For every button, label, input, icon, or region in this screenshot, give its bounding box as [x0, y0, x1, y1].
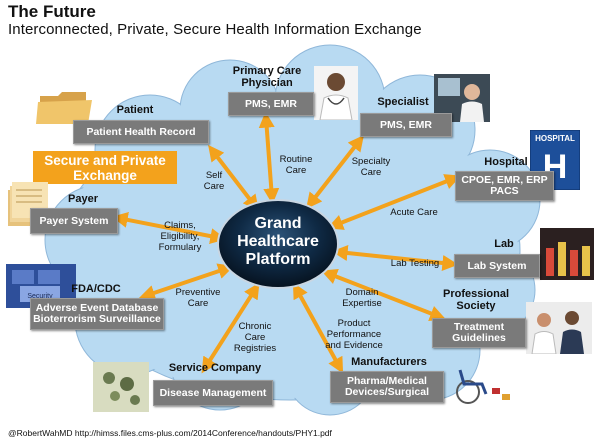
hospital-box-line-2: PACS: [490, 185, 519, 197]
hub-line-1: Grand: [254, 215, 302, 232]
arrow-manufacturers: [292, 282, 344, 374]
patient-label: Patient: [116, 104, 154, 116]
connection-arrows: [111, 111, 461, 374]
edge-chronic-2: Care: [244, 332, 266, 343]
edge-product-3: and Evidence: [325, 340, 383, 351]
fda-cdc-box-line-2: Bioterrorism Surveillance: [33, 313, 161, 325]
edge-label-self-care: Self Care: [194, 170, 234, 192]
edge-claims-3: Formulary: [158, 242, 202, 253]
lab-icon: [540, 228, 594, 280]
arrow-patient: [208, 144, 259, 212]
edge-chronic-3: Registries: [233, 343, 277, 354]
edge-domain-1: Domain: [345, 287, 379, 298]
edge-product-2: Performance: [326, 329, 382, 340]
professional-society-box: Treatment Guidelines: [432, 318, 526, 348]
hub-line-3: Platform: [245, 251, 311, 268]
primary-care-label-2: Physician: [241, 77, 293, 89]
patient-box: Patient Health Record: [73, 120, 209, 144]
edge-claims-2: Eligibility,: [160, 231, 200, 242]
security-key-text: Security: [27, 293, 53, 300]
edge-routine-care-2: Care: [285, 165, 307, 176]
edge-product-1: Product: [337, 318, 371, 329]
lab-box: Lab System: [454, 254, 540, 278]
hub-line-2: Healthcare: [237, 233, 319, 250]
hub-oval: [217, 199, 339, 289]
hospital-box-line-1: CPOE, EMR, ERP: [461, 174, 548, 186]
edge-self-care-1: Self: [205, 170, 223, 181]
professional-society-box-line-2: Guidelines: [452, 332, 506, 344]
hospital-label: Hospital: [484, 156, 528, 168]
arrow-lab: [331, 245, 459, 271]
hub-label: Grand Healthcare Platform: [220, 198, 336, 286]
payer-label: Payer: [68, 193, 98, 205]
physician-icon: [314, 66, 358, 121]
edge-specialty-care-2: Care: [360, 167, 382, 178]
edge-label-routine-care: Routine Care: [272, 154, 320, 176]
edge-lab-testing-1: Lab Testing: [390, 258, 440, 269]
manufacturers-box-line-1: Pharma/Medical: [347, 375, 427, 387]
arrow-service: [201, 282, 260, 374]
arrow-professional: [321, 269, 446, 321]
hospital-sign-text: HOSPITAL: [535, 134, 575, 143]
source-footer: @RobertWahMD http://himss.files.cms-plus…: [8, 428, 332, 438]
professional-society-label-2: Society: [456, 300, 496, 312]
edge-self-care-2: Care: [203, 181, 225, 192]
edge-claims-1: Claims,: [164, 220, 196, 231]
service-company-label: Service Company: [168, 362, 262, 374]
microbe-icon: [93, 362, 149, 412]
professional-society-label-1: Professional: [442, 288, 510, 300]
edge-label-acute-care: Acute Care: [382, 207, 446, 218]
professional-society-box-line-1: Treatment: [453, 321, 505, 333]
specialist-label: Specialist: [377, 96, 429, 108]
primary-care-box: PMS, EMR: [228, 92, 314, 116]
arrow-hospital: [327, 174, 461, 230]
primary-care-label-1: Primary Care: [232, 65, 302, 77]
edge-label-lab-testing: Lab Testing: [384, 258, 446, 269]
arrow-primary: [258, 111, 280, 205]
primary-care-label: Primary Care Physician: [222, 65, 312, 89]
fda-cdc-box: Adverse Event Database Bioterrorism Surv…: [30, 298, 164, 330]
fda-cdc-label: FDA/CDC: [71, 283, 121, 295]
edge-label-claims: Claims, Eligibility, Formulary: [148, 220, 212, 253]
secure-line-1: Secure and Private: [44, 152, 166, 168]
page-title: The Future: [8, 2, 96, 21]
professionals-icon: [526, 302, 592, 355]
wheelchair-icon: [448, 362, 514, 406]
specialist-icon: [434, 74, 490, 122]
payer-box: Payer System: [30, 208, 118, 234]
arrow-fda: [138, 263, 235, 301]
secure-exchange-banner: Secure and Private Exchange: [33, 151, 177, 184]
edge-domain-2: Expertise: [342, 298, 382, 309]
edge-label-domain-expertise: Domain Expertise: [334, 287, 390, 309]
edge-routine-care-1: Routine: [279, 154, 313, 165]
edge-label-preventive-care: Preventive Care: [168, 287, 228, 309]
edge-label-specialty-care: Specialty Care: [346, 156, 396, 178]
specialist-box: PMS, EMR: [360, 113, 452, 137]
edge-preventive-1: Preventive: [175, 287, 221, 298]
fda-cdc-box-line-1: Adverse Event Database: [35, 302, 159, 314]
folder-icon: [36, 88, 96, 128]
paper-stack-icon: [6, 180, 50, 230]
arrow-specialist: [306, 134, 364, 210]
arrow-payer: [111, 211, 227, 245]
edge-acute-care-1: Acute Care: [390, 207, 438, 218]
edge-label-chronic-care: Chronic Care Registries: [228, 321, 282, 354]
edge-specialty-care-1: Specialty: [351, 156, 391, 167]
secure-line-2: Exchange: [73, 167, 137, 183]
manufacturers-label: Manufacturers: [351, 356, 427, 368]
manufacturers-box-line-2: Devices/Surgical: [344, 386, 430, 398]
edge-label-product-performance: Product Performance and Evidence: [318, 318, 390, 351]
professional-society-label: Professional Society: [434, 288, 518, 312]
manufacturers-box: Pharma/Medical Devices/Surgical: [330, 371, 444, 403]
page-subtitle: Interconnected, Private, Secure Health I…: [8, 21, 422, 38]
service-company-box: Disease Management: [153, 380, 273, 406]
edge-chronic-1: Chronic: [238, 321, 272, 332]
lab-label: Lab: [494, 238, 514, 250]
hospital-box: CPOE, EMR, ERP PACS: [455, 171, 554, 201]
edge-preventive-2: Care: [187, 298, 209, 309]
